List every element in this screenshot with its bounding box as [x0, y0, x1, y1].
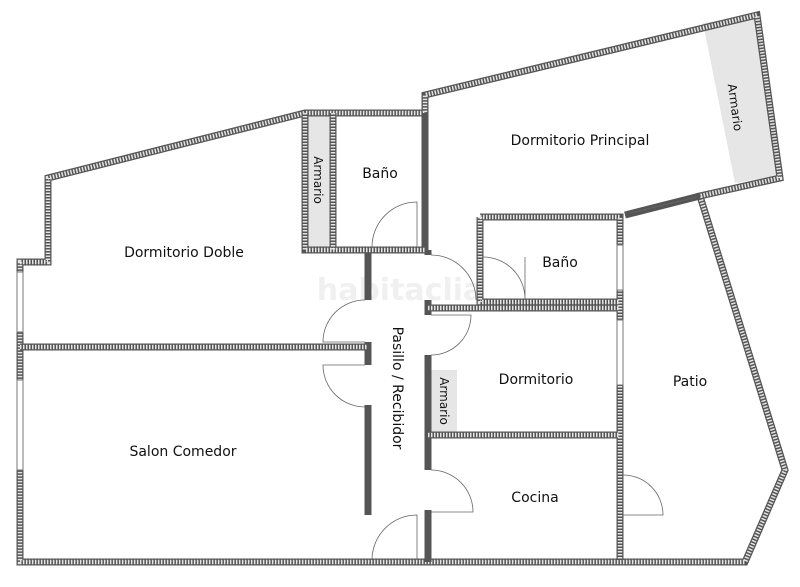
- room-label-salon: Salon Comedor: [129, 444, 236, 460]
- window: [616, 244, 624, 291]
- window: [16, 271, 24, 333]
- room-label-dormitorio-principal: Dormitorio Principal: [511, 133, 650, 149]
- closet-2: [703, 15, 778, 183]
- walls: [16, 10, 789, 566]
- room-label-armario: Armario: [437, 377, 451, 425]
- room-label-armario: Armario: [725, 83, 745, 132]
- room-label-bano: Baño: [362, 166, 398, 182]
- room-label-patio: Patio: [673, 374, 707, 390]
- room-label-pasillo: Pasillo / Recibidor: [389, 327, 405, 450]
- window: [16, 379, 24, 471]
- room-label-bano: Baño: [542, 255, 578, 271]
- room-label-dormitorio-doble: Dormitorio Doble: [124, 245, 244, 261]
- closet-3: [431, 370, 457, 432]
- room-label-dormitorio: Dormitorio: [499, 372, 574, 388]
- window: [616, 319, 624, 386]
- doors: [322, 201, 664, 561]
- room-label-armario: Armario: [311, 156, 325, 204]
- watermark: habitaclia: [317, 273, 484, 308]
- closet-1: [307, 116, 331, 248]
- window: [629, 196, 698, 214]
- room-label-cocina: Cocina: [511, 490, 558, 506]
